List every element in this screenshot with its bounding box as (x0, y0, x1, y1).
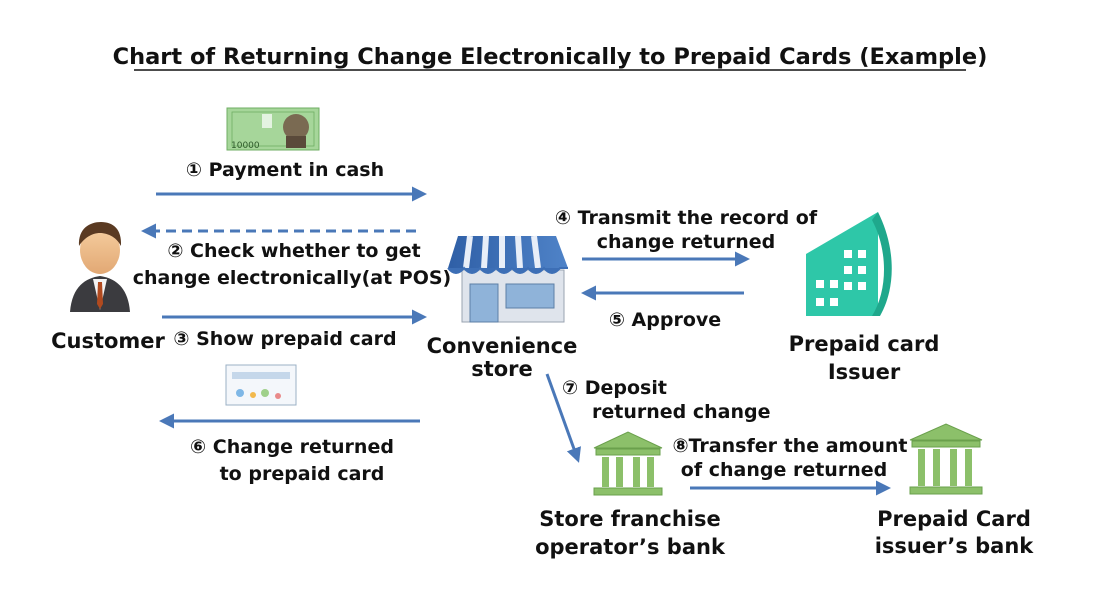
step-6-label-line1: ⑥ Change returned (190, 436, 394, 458)
step-7-label-line2: returned change (592, 401, 771, 423)
customer-icon (70, 222, 130, 312)
step-5-label: ⑤ Approve (609, 309, 721, 331)
issuer-building-icon (806, 212, 892, 316)
franchise-bank-label-line2: operator’s bank (535, 535, 726, 559)
step-1-label: ① Payment in cash (186, 159, 384, 181)
store-label-line1: Convenience (427, 334, 578, 358)
step-8-label-line2: of change returned (681, 459, 887, 481)
franchise-bank-icon (593, 431, 663, 496)
diagram-title: Chart of Returning Change Electronically… (113, 44, 988, 70)
issuer-label-line2: Issuer (828, 360, 901, 384)
store-label-line2: store (471, 357, 533, 381)
issuer-bank-icon (909, 423, 983, 495)
customer-label: Customer (51, 329, 165, 353)
step-7-label-line1: ⑦ Deposit (562, 377, 667, 399)
step-4-label-line2: change returned (597, 231, 776, 253)
franchise-bank-label-line1: Store franchise (539, 507, 720, 531)
issuer-bank-label-line1: Prepaid Card (877, 507, 1031, 531)
step-4-label-line1: ④ Transmit the record of (555, 207, 818, 229)
issuer-bank-label-line2: issuer’s bank (875, 534, 1035, 558)
arrow-deposit-change (545, 373, 581, 463)
prepaid-card-icon (225, 364, 297, 406)
banknote-icon: 10000 (226, 107, 320, 151)
step-3-label: ③ Show prepaid card (173, 328, 396, 350)
banknote-denomination: 10000 (231, 141, 260, 151)
step-6-label-line2: to prepaid card (220, 463, 385, 485)
convenience-store-icon (447, 235, 568, 323)
issuer-label-line1: Prepaid card (789, 332, 940, 356)
step-2-label-line2: change electronically(at POS) (133, 267, 451, 289)
step-8-label-line1: ⑧Transfer the amount (672, 435, 907, 457)
step-2-label-line1: ② Check whether to get (167, 240, 420, 262)
